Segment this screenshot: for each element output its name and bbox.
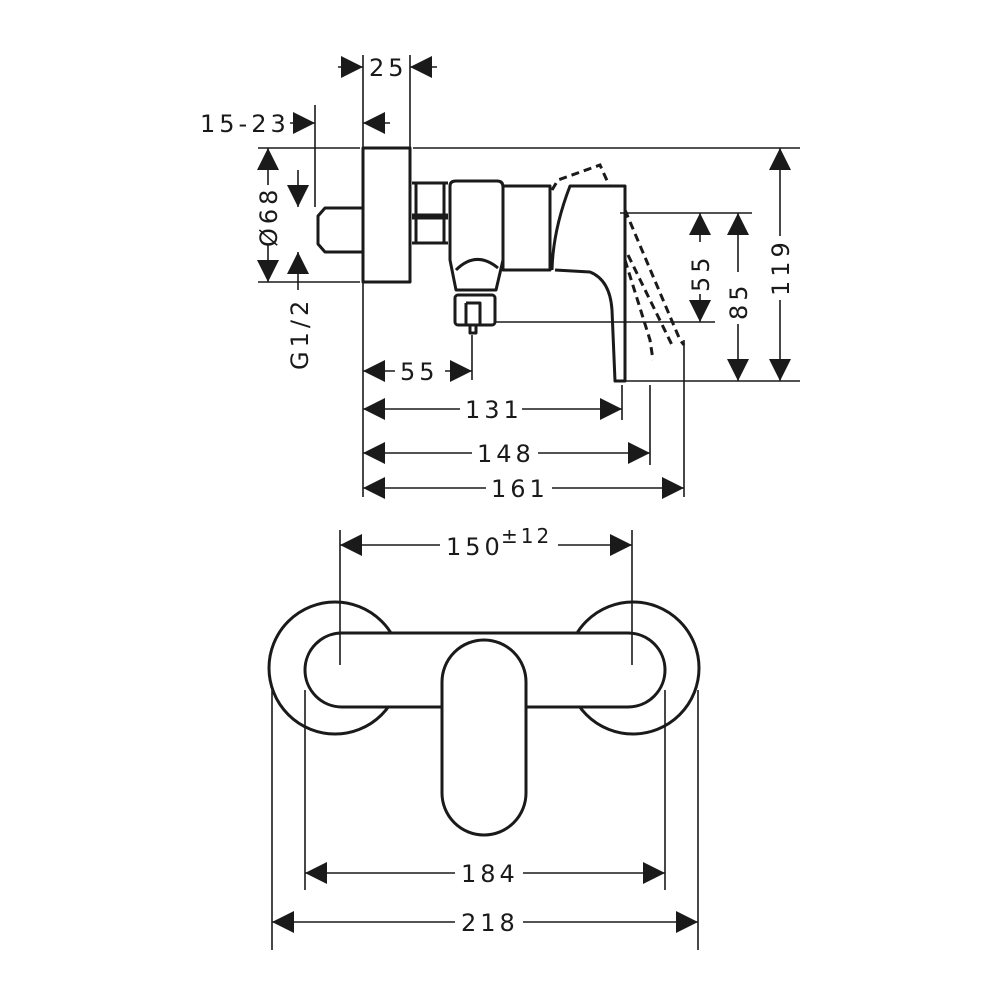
pipe-nipple [316, 206, 363, 254]
dim-55-v-label: 55 [687, 253, 715, 292]
dim-85-gap [726, 272, 750, 324]
dim-15-23-label: 15-23 [200, 110, 290, 138]
dim-161-label: 161 [491, 475, 549, 503]
dim-218-gap [455, 909, 523, 935]
dim-150-label: 150 [446, 533, 504, 561]
dim-218-label: 218 [461, 909, 519, 937]
body-sleeve [501, 184, 552, 272]
dim-184-gap [455, 860, 523, 886]
body-curve [454, 258, 499, 272]
dim-119-gap [768, 236, 792, 300]
dim-d68-label: Ø68 [255, 186, 283, 247]
extension-lines [258, 55, 800, 497]
dim-184-label: 184 [461, 860, 519, 888]
dim-150-tolerance: ±12 [501, 524, 552, 548]
lever-handle [440, 638, 528, 837]
rosette [361, 146, 412, 284]
dim-119-label: 119 [767, 238, 795, 296]
dim-148-gap [472, 440, 538, 466]
front-extension-lines [271, 530, 699, 950]
dim-131-gap [460, 396, 522, 422]
dim-85-label: 85 [725, 281, 753, 320]
dim-161-gap [486, 475, 552, 501]
lever [550, 184, 627, 383]
lever-alt-down-3 [626, 254, 674, 346]
dim-131-label: 131 [465, 396, 523, 424]
dim-g12-label: G1/2 [286, 297, 314, 370]
front-view: 150 ±12 184 218 [267, 524, 701, 950]
outlet-nozzle [464, 301, 482, 335]
side-view: 25 15-23 Ø68 G1/2 55 131 148 161 55 85 1… [200, 54, 800, 503]
dim-55-h-gap [395, 358, 445, 384]
dim-55-h-label: 55 [400, 358, 439, 386]
hex-nut [412, 181, 448, 245]
lever-alt-up [550, 163, 611, 191]
dim-d68-gap [258, 185, 278, 245]
dim-55-v-gap [688, 242, 712, 294]
cartridge-nut [453, 293, 497, 327]
valve-body [448, 179, 505, 292]
lever-alt-down-2 [623, 259, 655, 361]
dim-25-label: 25 [369, 54, 408, 82]
dim-148-label: 148 [477, 440, 535, 468]
lever-alt-down-1 [623, 209, 686, 346]
dim-150-gap [440, 526, 558, 558]
